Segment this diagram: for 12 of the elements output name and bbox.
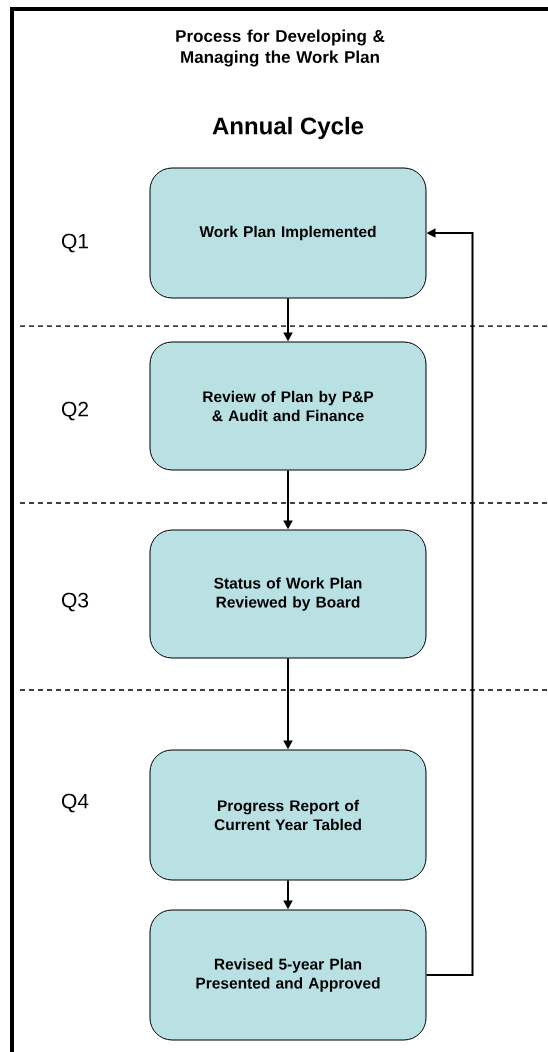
process-box: Status of Work Plan Reviewed by Board <box>149 529 427 659</box>
process-box: Work Plan Implemented <box>149 167 427 299</box>
quarter-label: Q1 <box>62 233 88 253</box>
heading: Annual Cycle <box>212 116 364 140</box>
process-box: Revised 5-year Plan Presented and Approved <box>149 909 427 1041</box>
quarter-label: Q2 <box>62 401 88 421</box>
quarter-label: Q4 <box>62 793 89 813</box>
arrow <box>425 228 474 976</box>
process-box: Review of Plan by P&P & Audit and Finance <box>149 341 427 471</box>
title: Process for Developing & Managing the Work Plan <box>176 29 385 67</box>
quarter-label: Q3 <box>62 592 89 612</box>
process-box: Progress Report of Current Year Tabled <box>149 749 427 881</box>
